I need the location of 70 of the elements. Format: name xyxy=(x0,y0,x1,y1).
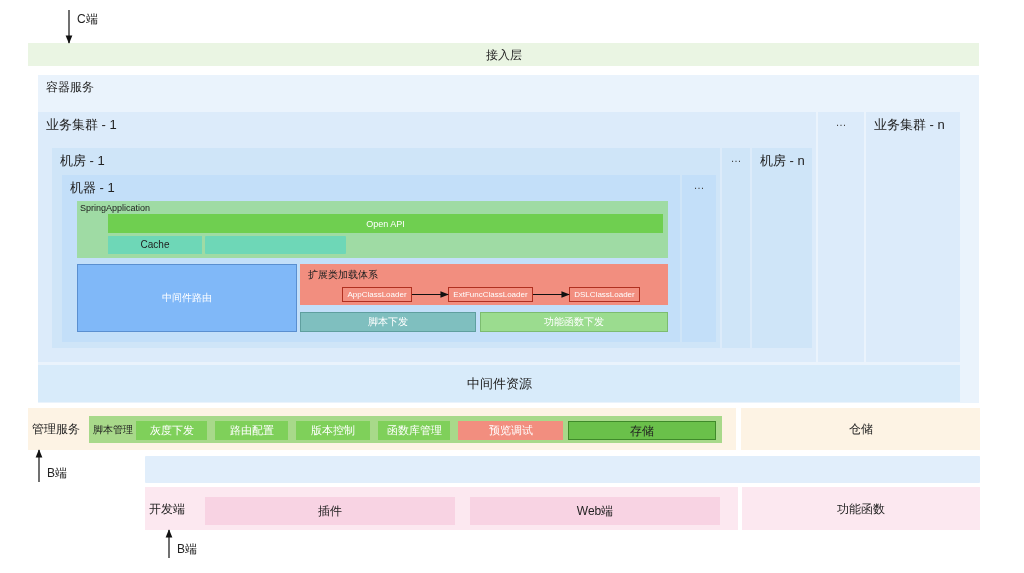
storage-panel xyxy=(741,408,980,450)
ellipsis-text: … xyxy=(730,152,742,166)
arrow xyxy=(165,529,173,559)
function-box xyxy=(458,421,563,440)
side-label: B端 xyxy=(177,541,197,557)
resource-band xyxy=(38,365,960,402)
box-label: AppClassLoader xyxy=(347,289,407,300)
module-box xyxy=(108,214,663,233)
module-box xyxy=(480,312,668,332)
band-label: 中间件资源 xyxy=(466,375,532,392)
bar-title: 脚本管理 xyxy=(93,423,133,436)
box-label: 脚本下发 xyxy=(368,316,408,328)
cluster-panel xyxy=(38,112,816,362)
function-box xyxy=(136,421,207,440)
panel-title: 机房 - n xyxy=(760,153,805,169)
layer-title: 接入层 xyxy=(485,47,522,62)
panel-title: 业务集群 - n xyxy=(874,117,945,133)
container-panel xyxy=(38,75,979,403)
loader-box xyxy=(342,287,412,302)
box-label: 功能函数下发 xyxy=(544,316,604,328)
module-box xyxy=(108,236,202,254)
box-label: Open API xyxy=(366,218,405,229)
module-box xyxy=(205,236,346,254)
box-label: ExtFuncClassLoader xyxy=(453,289,528,300)
loader-box xyxy=(569,287,640,302)
box-label: 灰度下发 xyxy=(149,423,194,438)
side-label: B端 xyxy=(47,465,67,481)
box-label: 中间件路由 xyxy=(162,292,212,304)
function-box xyxy=(296,421,370,440)
panel-title: 业务集群 - 1 xyxy=(46,117,117,133)
arrow xyxy=(411,291,449,298)
panel-label: 仓储 xyxy=(848,421,873,437)
arrow xyxy=(532,291,570,298)
side-label: C端 xyxy=(77,11,98,27)
ellipsis-text: … xyxy=(835,116,847,130)
panel-label: 功能函数 xyxy=(837,501,885,516)
script-management-bar xyxy=(89,416,722,443)
repository-band xyxy=(145,456,980,483)
layer-band xyxy=(28,43,979,66)
panel-title: 机房 - 1 xyxy=(60,153,105,169)
box-label: DSLClassLoader xyxy=(574,289,635,300)
box-label: 预览调试 xyxy=(488,423,533,438)
developer-panel xyxy=(145,487,738,530)
module-box xyxy=(300,312,476,332)
box-label: 函数库管理 xyxy=(386,423,442,438)
function-box xyxy=(568,421,716,440)
panel-title: 机器 - 1 xyxy=(70,180,115,196)
box-label: 插件 xyxy=(318,503,342,519)
function-box xyxy=(378,421,450,440)
machine-panel xyxy=(62,175,680,342)
panel-title: 扩展类加载体系 xyxy=(308,269,378,281)
panel-title: SpringApplication xyxy=(80,203,151,214)
module-box xyxy=(77,264,297,332)
arrow xyxy=(65,9,73,44)
application-panel xyxy=(77,201,668,258)
function-box xyxy=(215,421,288,440)
panel-title: 管理服务 xyxy=(32,421,80,437)
panel-title: 开发端 xyxy=(149,501,185,516)
ellipsis-text: … xyxy=(693,179,705,193)
room-panel xyxy=(52,148,720,348)
box-label: 存储 xyxy=(630,423,654,438)
box-label: 版本控制 xyxy=(311,423,355,438)
loader-panel xyxy=(300,264,668,305)
arrow xyxy=(35,449,43,483)
box-label: Cache xyxy=(140,239,170,251)
box-label: 路由配置 xyxy=(229,423,274,438)
loader-box xyxy=(448,287,533,302)
box-label: Web端 xyxy=(576,503,614,519)
panel-title: 容器服务 xyxy=(46,80,94,95)
management-panel xyxy=(28,408,736,450)
